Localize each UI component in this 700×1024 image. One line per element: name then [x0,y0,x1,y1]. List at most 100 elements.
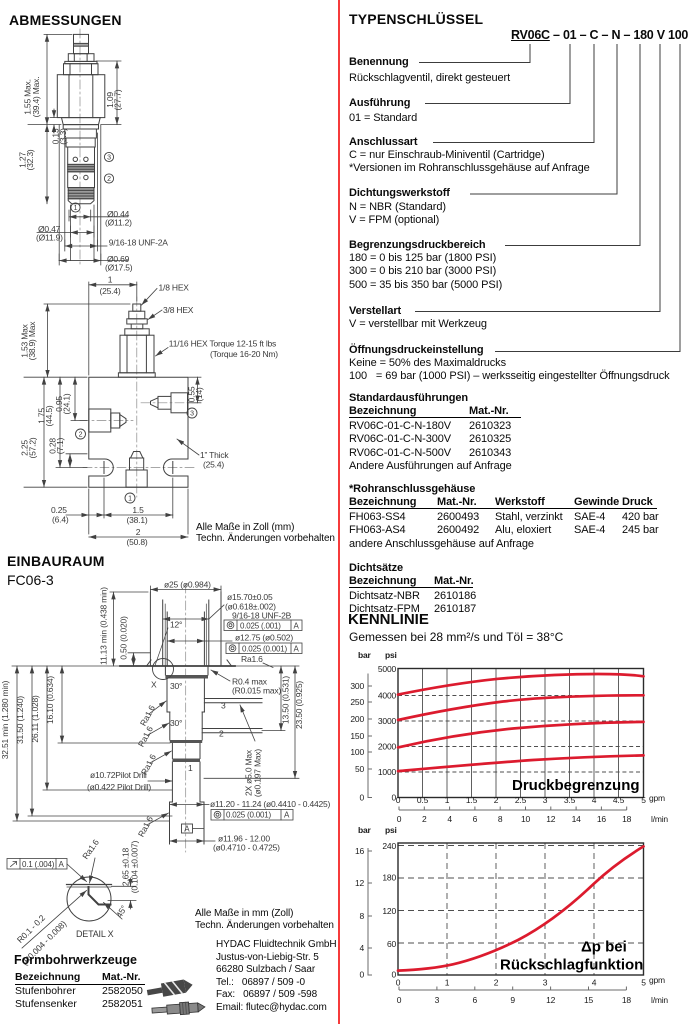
svg-text:18: 18 [622,814,632,824]
svg-text:3: 3 [435,995,440,1005]
svg-text:(44.5): (44.5) [44,405,54,426]
svg-text:9: 9 [510,995,515,1005]
svg-text:2: 2 [79,432,83,439]
svg-text:(24.1): (24.1) [62,393,72,414]
svg-text:15: 15 [584,995,594,1005]
svg-text:(ø0.197 Max): (ø0.197 Max) [253,749,263,798]
svg-text:200: 200 [350,714,364,724]
svg-text:2000: 2000 [378,742,397,752]
svg-text:gpm: gpm [649,975,665,985]
svg-text:6: 6 [473,995,478,1005]
svg-text:1.5: 1.5 [132,505,144,515]
svg-text:3/8 HEX: 3/8 HEX [163,305,194,315]
svg-text:ø11.20 - 11.24 (ø0.4410 - 0.44: ø11.20 - 11.24 (ø0.4410 - 0.4425) [210,799,331,809]
svg-text:0.025 (0.001): 0.025 (0.001) [242,645,288,654]
svg-text:1.53 Max: 1.53 Max [20,323,30,357]
svg-text:0.28: 0.28 [48,438,58,454]
svg-text:ø25 (ø0.984): ø25 (ø0.984) [164,580,211,590]
svg-text:A: A [184,825,190,834]
svg-text:100: 100 [350,747,364,757]
svg-text:0.1 (.004): 0.1 (.004) [22,860,55,869]
svg-text:0: 0 [359,970,364,980]
svg-text:12: 12 [355,878,365,888]
svg-text:Ø0.44: Ø0.44 [107,209,130,219]
svg-text:12: 12 [546,995,556,1005]
svg-text:1: 1 [445,795,450,805]
svg-text:4000: 4000 [378,691,397,701]
svg-text:30°: 30° [170,718,182,728]
svg-text:0.025 (0.001): 0.025 (0.001) [226,811,272,820]
svg-text:A: A [59,860,65,869]
svg-text:9/16-18 UNF-2A: 9/16-18 UNF-2A [109,238,169,248]
svg-text:(25.4): (25.4) [99,286,120,296]
svg-text:1000: 1000 [378,767,397,777]
svg-text:8: 8 [498,814,503,824]
svg-text:psi: psi [385,825,397,835]
svg-text:14: 14 [572,814,582,824]
svg-text:ø11.96 - 12.00: ø11.96 - 12.00 [218,834,270,844]
svg-text:12°: 12° [170,620,182,630]
svg-text:Ø0.69: Ø0.69 [107,254,130,264]
svg-text:2: 2 [107,176,111,183]
svg-text:1: 1 [188,763,193,773]
svg-text:gpm: gpm [649,793,665,803]
svg-text:ø10.72Pilot Drill: ø10.72Pilot Drill [90,770,147,780]
svg-text:Ra1.6: Ra1.6 [138,703,157,727]
svg-text:18: 18 [622,995,632,1005]
svg-text:50: 50 [355,764,365,774]
svg-text:5000: 5000 [378,664,397,674]
svg-text:12: 12 [546,814,556,824]
svg-text:(50.8): (50.8) [126,537,147,547]
svg-text:32.51 min (1.280 min): 32.51 min (1.280 min) [0,680,10,759]
svg-text:A: A [294,645,300,654]
svg-text:R0.4 max: R0.4 max [232,677,268,687]
svg-text:bar: bar [358,825,372,835]
svg-text:2X ø5.0 Max: 2X ø5.0 Max [244,749,254,796]
svg-text:2: 2 [494,978,499,988]
svg-text:250: 250 [350,697,364,707]
svg-text:3: 3 [221,701,226,711]
svg-text:0.95: 0.95 [54,396,64,412]
svg-text:2.25: 2.25 [20,440,30,456]
svg-text:(32.3): (32.3) [25,149,35,170]
svg-text:(39.4) Max.: (39.4) Max. [31,77,41,118]
svg-text:(14): (14) [194,387,204,402]
svg-text:26.11 (1.028): 26.11 (1.028) [30,695,40,743]
svg-text:1.27: 1.27 [18,152,28,168]
svg-text:3.5: 3.5 [564,795,576,805]
svg-text:(38.9) Max: (38.9) Max [27,321,37,361]
svg-text:5: 5 [641,978,646,988]
svg-text:1.5: 1.5 [466,795,478,805]
svg-text:2: 2 [136,527,141,537]
svg-text:(R0.015 max): (R0.015 max) [232,686,281,696]
svg-text:30°: 30° [170,681,182,691]
svg-text:2: 2 [219,729,224,739]
svg-text:2: 2 [494,795,499,805]
svg-text:0.25: 0.25 [51,505,67,515]
svg-text:ø12.75 (ø0.502): ø12.75 (ø0.502) [235,633,293,643]
svg-text:Ra1.6: Ra1.6 [136,724,155,748]
svg-text:1.75: 1.75 [37,408,47,424]
svg-text:11/16 HEX Torque 12-15 ft lbs: 11/16 HEX Torque 12-15 ft lbs [169,339,276,349]
svg-text:1: 1 [445,978,450,988]
svg-text:0.13: 0.13 [51,128,61,144]
svg-text:3: 3 [543,978,548,988]
svg-text:3: 3 [107,155,111,162]
svg-text:180: 180 [382,873,396,883]
svg-text:8: 8 [359,911,364,921]
svg-text:(27.7): (27.7) [113,89,123,110]
svg-text:0.50 (0.020): 0.50 (0.020) [119,616,129,660]
svg-text:16.10 (0.634): 16.10 (0.634) [45,676,55,724]
svg-text:(ø0.4710 - 0.4725): (ø0.4710 - 0.4725) [213,843,280,853]
svg-text:9/16-18 UNF-2B: 9/16-18 UNF-2B [232,611,292,621]
svg-text:Rückschlagfunktion: Rückschlagfunktion [500,957,643,974]
svg-text:0: 0 [359,793,364,803]
svg-text:(25.4): (25.4) [203,460,224,470]
svg-text:(ø0.618±.002): (ø0.618±.002) [225,602,276,612]
svg-text:1: 1 [108,275,113,285]
svg-text:Δp bei: Δp bei [581,939,627,956]
svg-text:31.50 (1.240): 31.50 (1.240) [15,696,25,744]
svg-text:bar: bar [358,650,372,660]
svg-text:240: 240 [382,841,396,851]
svg-text:DETAIL X: DETAIL X [76,929,114,939]
